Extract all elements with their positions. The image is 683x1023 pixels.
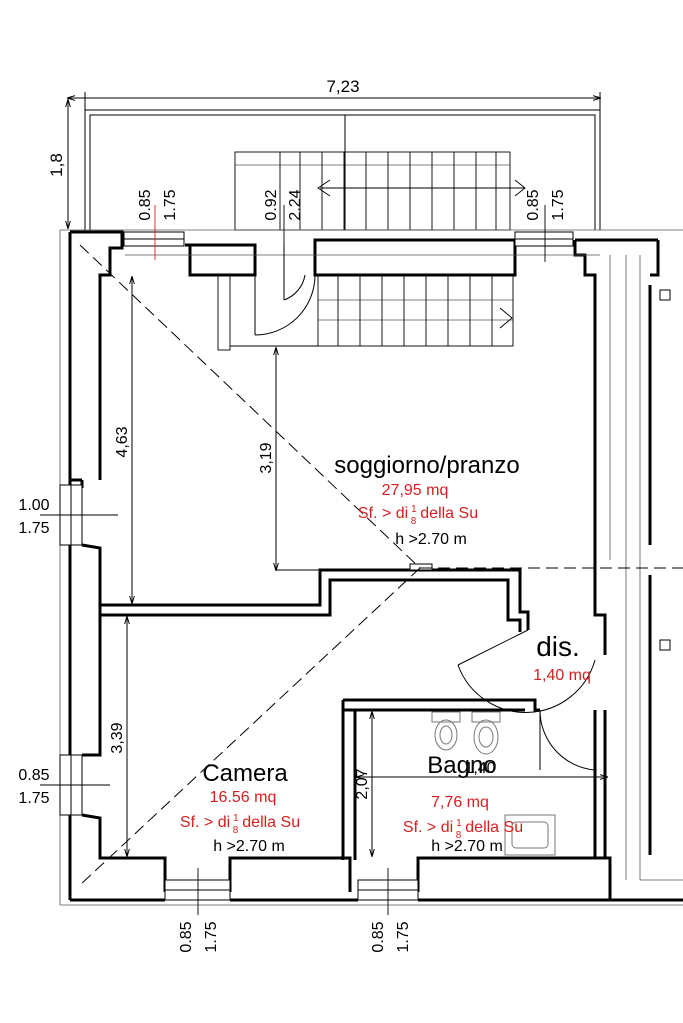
win-bm-top-label: 0.85: [370, 921, 387, 952]
win-bl-bottom-label: 1.75: [203, 921, 220, 952]
win-left2-bottom-label: 1.75: [18, 790, 49, 807]
living-inner-label: 3,19: [258, 442, 275, 473]
room-camera-sf-den: 8: [233, 825, 239, 836]
room-dis-name: dis.: [536, 631, 580, 662]
win-left-bottom-label: 1.75: [18, 520, 49, 537]
room-dis: dis. 1,40 mq: [533, 631, 591, 684]
bagno-horizontal-label: 1,40: [464, 760, 495, 777]
room-bagno-name: Bagno: [427, 752, 496, 779]
room-camera-area: 16.56 mq: [210, 789, 277, 806]
room-bagno-sf-den: 8: [456, 830, 462, 841]
room-living-sf-num: 1: [411, 504, 417, 515]
win-tr-bottom-label: 1.75: [550, 189, 567, 220]
camera-vertical-label: 3,39: [109, 722, 126, 753]
bathroom-fixtures: [431, 711, 556, 856]
win-tl-top-label: 0.85: [137, 189, 154, 220]
win-tr-top-label: 0.85: [525, 189, 542, 220]
room-bagno-height: h >2.70 m: [431, 838, 503, 855]
room-camera-name: Camera: [202, 760, 288, 787]
window-markers: [40, 205, 546, 915]
win-tl-bottom-label: 1.75: [162, 189, 179, 220]
dimension-left-label: 1,8: [47, 153, 66, 177]
interior-walls: [100, 560, 607, 860]
door-bottom-label: 2.24: [287, 189, 304, 220]
room-camera-sf-suffix: della Su: [242, 814, 300, 831]
exterior-walls: [68, 230, 683, 902]
interior-dimensions: [127, 277, 607, 856]
room-living-sf-den: 8: [411, 516, 417, 527]
win-bl-top-label: 0.85: [178, 921, 195, 952]
room-living-area: 27,95 mq: [382, 482, 449, 499]
room-dis-area: 1,40 mq: [533, 667, 591, 684]
room-bagno-sf-suffix: della Su: [465, 819, 523, 836]
diagonals: [79, 244, 683, 886]
balcony: [84, 109, 601, 230]
win-left-top-label: 1.00: [18, 497, 49, 514]
staircase: [217, 151, 526, 351]
room-camera-height: h >2.70 m: [213, 838, 285, 855]
door-top-label: 0.92: [263, 189, 280, 220]
living-vertical-label: 4,63: [114, 426, 131, 457]
room-bagno-sf-prefix: Sf. > di: [403, 819, 453, 836]
room-camera-sf-prefix: Sf. > di: [180, 814, 230, 831]
room-living-sf-prefix: Sf. > di: [358, 505, 408, 522]
win-bm-bottom-label: 1.75: [395, 921, 412, 952]
bagno-vertical-label: 2,07: [354, 768, 371, 799]
dimension-top-label: 7,23: [326, 77, 359, 96]
dimension-top: [68, 92, 600, 112]
room-living-name: soggiorno/pranzo: [334, 452, 519, 479]
room-bagno-area: 7,76 mq: [431, 794, 489, 811]
room-living-height: h >2.70 m: [395, 531, 467, 548]
doors: [254, 245, 596, 771]
room-bagno-sf-num: 1: [456, 818, 462, 829]
room-camera-sf-num: 1: [233, 813, 239, 824]
room-living-sf-suffix: della Su: [420, 505, 478, 522]
win-left2-top-label: 0.85: [18, 767, 49, 784]
